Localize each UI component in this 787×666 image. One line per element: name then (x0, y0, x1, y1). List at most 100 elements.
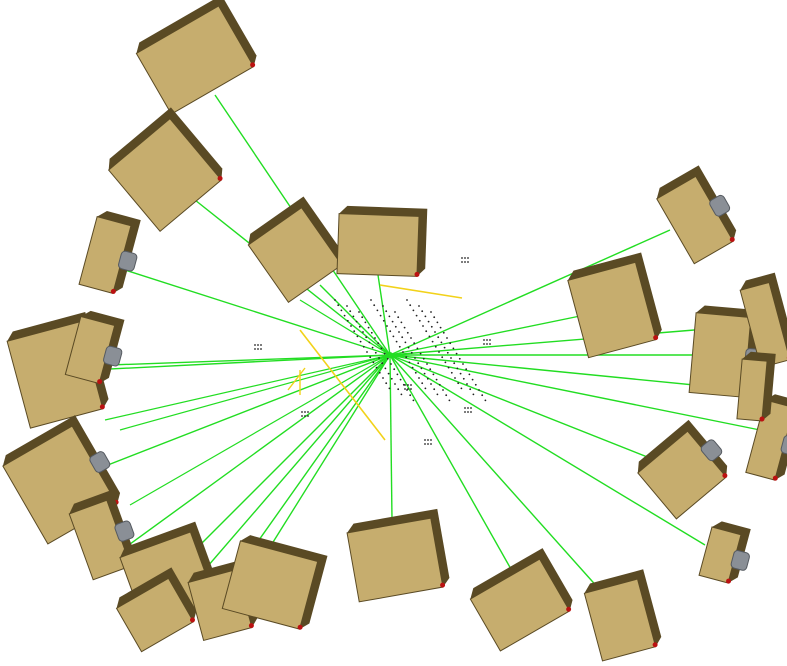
camera-marker (440, 582, 446, 588)
point (343, 314, 346, 317)
point (417, 362, 420, 365)
point (390, 363, 392, 365)
point-cloud (254, 257, 491, 445)
point (424, 439, 426, 441)
point (443, 346, 446, 349)
point (403, 326, 406, 329)
camera (567, 252, 662, 359)
point (434, 331, 436, 333)
camera-marker (99, 404, 105, 410)
point (474, 383, 477, 386)
point (398, 345, 401, 348)
point (410, 388, 412, 390)
camera (135, 0, 257, 115)
camera (469, 548, 573, 652)
point (431, 340, 434, 343)
point (404, 388, 406, 390)
sight-line (89, 354, 391, 371)
point (422, 325, 424, 327)
point (386, 357, 389, 360)
point (445, 394, 448, 397)
point (380, 347, 383, 350)
point (412, 309, 415, 312)
point (449, 342, 452, 345)
point (448, 399, 451, 402)
sight-line (174, 354, 391, 571)
point (386, 325, 388, 327)
point (467, 257, 469, 259)
point (388, 315, 391, 318)
point (430, 439, 432, 441)
point (355, 320, 358, 323)
camera-face (336, 213, 420, 277)
sight-line (94, 354, 391, 471)
point (426, 377, 429, 380)
camera (656, 165, 737, 265)
point (373, 304, 376, 307)
point (462, 363, 464, 365)
point (419, 352, 422, 355)
axis-line (379, 284, 463, 299)
camera-lens (700, 439, 723, 462)
point (405, 356, 408, 359)
camera (64, 310, 125, 385)
point (377, 342, 380, 345)
point (427, 439, 429, 441)
point (397, 316, 400, 319)
camera-marker (414, 271, 420, 277)
point (425, 330, 428, 333)
point (392, 335, 395, 338)
camera-face (739, 281, 787, 369)
sight-line (104, 354, 391, 421)
camera-face (247, 206, 343, 304)
point (389, 330, 392, 333)
point (450, 357, 452, 359)
point (307, 411, 309, 413)
point (404, 341, 407, 344)
sight-line (389, 354, 746, 391)
point (478, 389, 480, 391)
point (254, 348, 256, 350)
point (484, 399, 487, 402)
point (462, 377, 465, 380)
sight-line (389, 354, 656, 461)
point (438, 351, 440, 353)
point (358, 311, 360, 313)
point (409, 394, 412, 397)
camera (78, 211, 141, 294)
camera (247, 196, 344, 304)
point (435, 378, 438, 381)
point (412, 399, 415, 402)
point (374, 337, 376, 339)
point (408, 361, 411, 364)
camera-marker (110, 288, 116, 294)
point (453, 362, 456, 365)
point (399, 378, 402, 381)
point (394, 383, 396, 385)
sight-line (129, 354, 391, 506)
point (254, 344, 256, 346)
point (423, 372, 426, 375)
point (483, 343, 485, 345)
point (433, 388, 436, 391)
camera (736, 351, 776, 422)
point (439, 326, 442, 329)
point (461, 257, 463, 259)
camera-face (107, 117, 223, 233)
point (411, 366, 414, 369)
camera-marker (726, 578, 732, 584)
point (410, 384, 412, 386)
point (388, 387, 391, 390)
point (418, 305, 420, 307)
point (391, 320, 394, 323)
point (446, 337, 448, 339)
point (407, 388, 409, 390)
point (414, 357, 416, 359)
camera-marker (217, 175, 223, 181)
sight-line (389, 354, 761, 431)
point (446, 351, 449, 354)
point (424, 315, 427, 318)
point (398, 331, 400, 333)
point (436, 321, 439, 324)
